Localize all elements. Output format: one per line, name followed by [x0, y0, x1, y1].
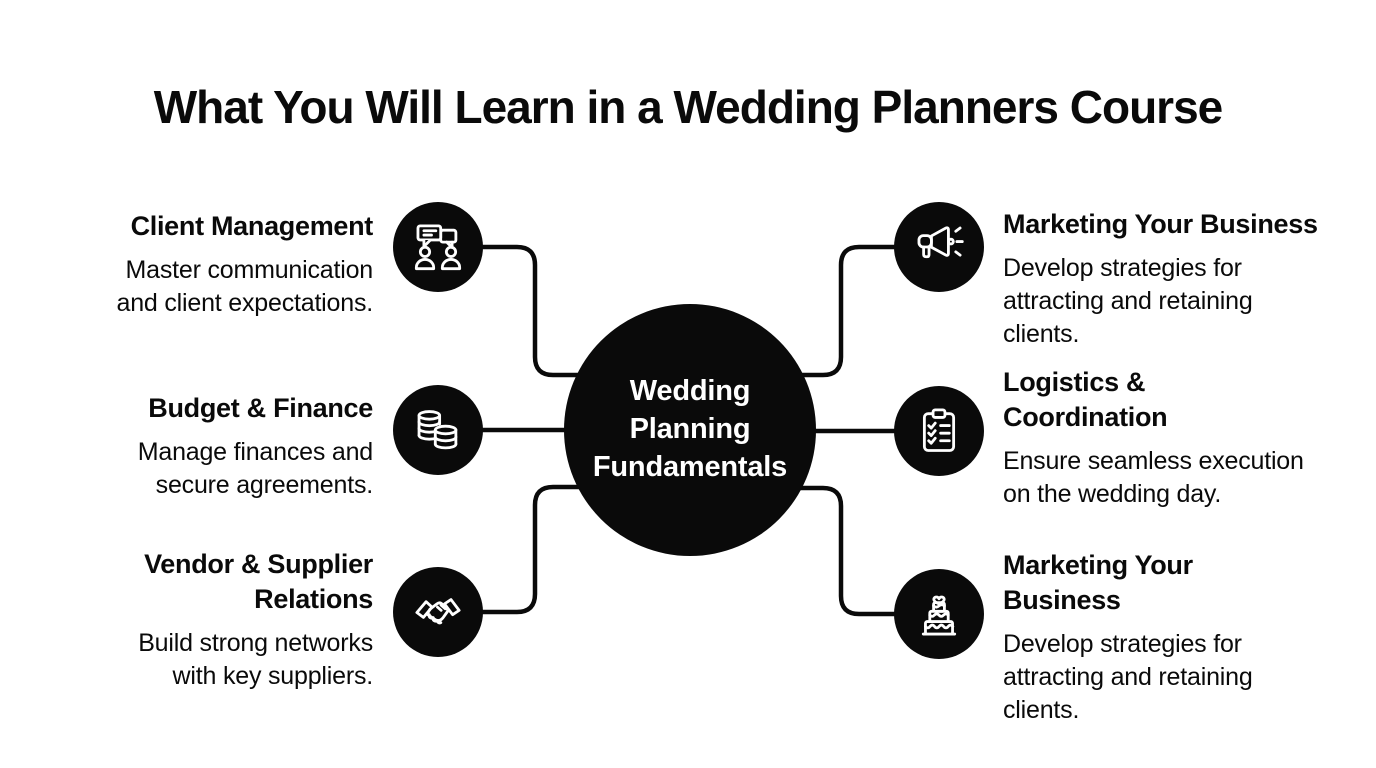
item-title: Logistics & Coordination — [1003, 367, 1168, 433]
item-vendor-supplier-relations: Vendor & Supplier Relations Build strong… — [43, 547, 373, 693]
megaphone-icon — [917, 226, 964, 259]
wedding-cake-icon — [921, 595, 957, 636]
item-title: Vendor & Supplier Relations — [144, 549, 373, 615]
item-marketing-your-business-2: Marketing Your Business Develop strategi… — [1003, 548, 1368, 726]
item-description: Build strong networks with key suppliers… — [138, 629, 373, 690]
item-description: Develop strategies for attracting and re… — [1003, 254, 1253, 348]
item-description: Manage finances and secure agreements. — [137, 438, 373, 499]
handshake-icon — [415, 598, 461, 625]
connector-top-left — [435, 244, 648, 378]
marketing-business-2-node — [894, 569, 984, 659]
item-marketing-your-business: Marketing Your Business Develop strategi… — [1003, 207, 1368, 350]
item-description: Develop strategies for attracting and re… — [1003, 630, 1253, 724]
vendor-supplier-node — [393, 567, 483, 657]
center-node-label: Wedding Planning Fundamentals — [592, 375, 788, 483]
chat-people-icon — [414, 224, 462, 271]
connector-bottom-left — [435, 484, 648, 615]
connector-bottom-right — [732, 485, 942, 617]
marketing-business-node — [894, 202, 984, 292]
logistics-coordination-node — [894, 386, 984, 476]
budget-finance-node — [393, 385, 483, 475]
item-title: Marketing Your Business — [1003, 550, 1193, 616]
connector-top-right — [732, 244, 942, 378]
page-title: What You Will Learn in a Wedding Planner… — [153, 81, 1224, 133]
client-management-node — [393, 202, 483, 292]
center-node: Wedding Planning Fundamentals — [564, 304, 816, 556]
item-title: Budget & Finance — [148, 393, 373, 423]
item-title: Client Management — [130, 211, 374, 241]
item-logistics-coordination: Logistics & Coordination Ensure seamless… — [1003, 365, 1368, 511]
item-description: Ensure seamless execution on the wedding… — [1003, 447, 1304, 508]
item-description: Master communication and client expectat… — [116, 256, 374, 317]
clipboard-checklist-icon — [922, 408, 956, 452]
item-title: Marketing Your Business — [1003, 209, 1318, 239]
item-client-management: Client Management Master communication a… — [43, 209, 374, 320]
coins-icon — [417, 410, 458, 450]
item-budget-finance: Budget & Finance Manage finances and sec… — [43, 391, 374, 502]
